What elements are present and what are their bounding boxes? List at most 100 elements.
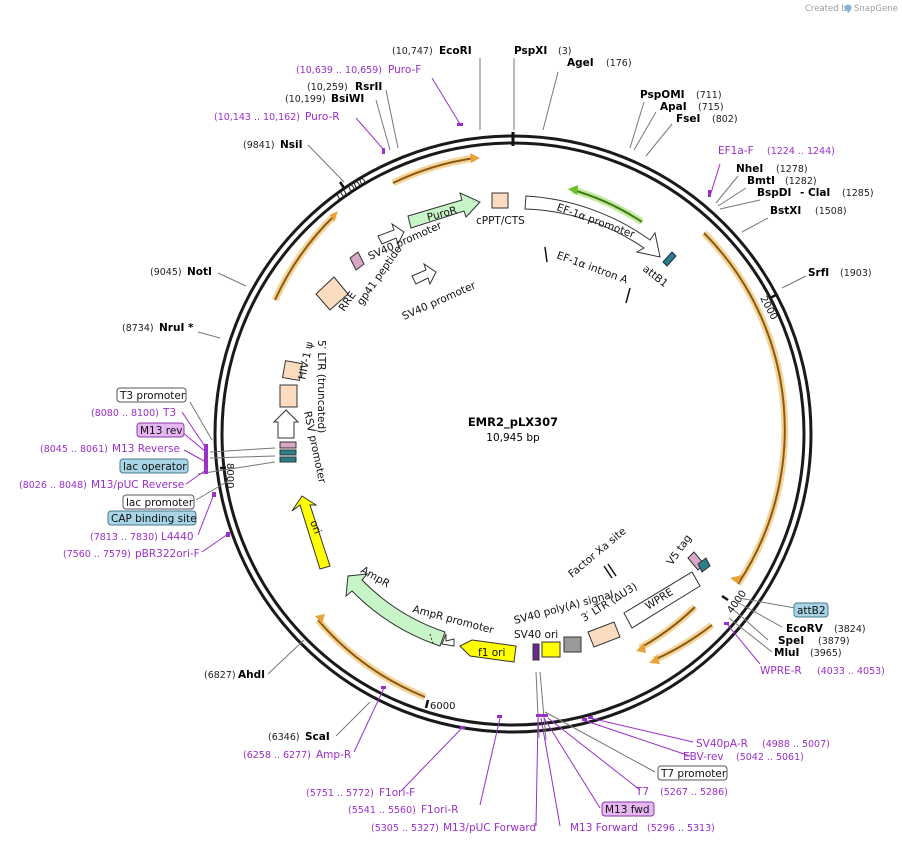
feature-sv40ori-mark [532, 643, 540, 661]
primer-labels: (10,639 .. 10,659) Puro-F (10,143 .. 10,… [19, 64, 885, 834]
feature-ef1a-intron-label: EF-1α intron A [555, 250, 630, 287]
pline-t7 [547, 717, 641, 791]
box-t3promoter [116, 387, 187, 403]
pline-f1ori-r [479, 717, 501, 806]
primer-puro-r-name: Puro-R [305, 111, 340, 123]
site-labels: (10,747) EcoRI PspXI (3) AgeI (176) PspO… [122, 45, 874, 743]
site-bspdi-name: BspDI [757, 187, 791, 199]
primer-t7-pos: (5267 .. 5286) [660, 787, 728, 798]
site-pspomi-name: PspOMI [640, 89, 685, 101]
feature-cppt-label: cPPT/CTS [476, 215, 525, 227]
pline-m13-reverse [183, 449, 207, 463]
snapgene-logo-icon [844, 4, 852, 12]
line-bsiwi [375, 99, 391, 151]
tick-10000-mark [338, 181, 346, 189]
feature-rre-box [315, 276, 349, 311]
feature-sv40-promoter-1-arrow [377, 222, 405, 246]
box-lacpromoter-label: lac promoter [126, 497, 194, 509]
brand-text: SnapGene [854, 4, 898, 14]
tick-8000-label: 8000 [224, 463, 235, 488]
box-cap [107, 510, 197, 526]
credit-text: Created by [805, 4, 852, 14]
pline-pbr322ori-f [201, 533, 229, 553]
primer-wpre-r-pos: (4033 .. 4053) [817, 666, 885, 677]
site-apai-pos: (715) [698, 102, 724, 113]
line-bstxi [741, 217, 769, 233]
pline-amp-r [353, 687, 385, 753]
line-bmti [717, 187, 747, 207]
feature-cppt-box [491, 192, 509, 209]
site-pspxi-pos: (3) [558, 46, 571, 57]
feature-ef1a-intron-end [625, 287, 631, 304]
feature-ampr-promoter-arrow [441, 633, 455, 647]
primer-m13puc-forward-pos: (5305 .. 5327) [371, 823, 439, 834]
site-ecori-pos: (10,747) [392, 46, 433, 57]
line-pspomi [629, 101, 645, 149]
box-lacoperator [119, 458, 189, 474]
line-lac-3 [197, 461, 276, 475]
site-lines [189, 58, 807, 773]
feature-ef1a-intron-start [544, 246, 548, 263]
site-nsii-name: NsiI [280, 139, 303, 151]
orf-arc-bottom [317, 619, 426, 698]
orf-arc-green-arrow-icon [568, 185, 578, 195]
feature-lac-mark-3 [279, 456, 297, 463]
site-bsiwi-pos: (10,199) [285, 94, 326, 105]
primer-m13-forward-pos: (5296 .. 5313) [647, 823, 715, 834]
line-nhei [715, 175, 739, 204]
primer-f1ori-f-name: F1ori-F [379, 787, 415, 799]
pline-wpre-r [726, 623, 761, 665]
primer-f1ori-r-name: F1ori-R [421, 804, 458, 816]
orf-arc-left-arrow-icon [330, 211, 338, 222]
tick-4000-mark [721, 594, 729, 602]
feature-sv40-promoter-2-label: SV40 promoter [400, 279, 478, 322]
pline-ef1a-f [709, 163, 721, 197]
feature-factorxa-mark-1 [603, 565, 613, 579]
mark-sv40pa-r [588, 716, 593, 719]
site-mlui-name: MluI [774, 647, 799, 659]
box-attb2-label: attB2 [797, 605, 826, 617]
pline-l4440 [197, 493, 215, 536]
pline-sv40pa-r [589, 717, 694, 743]
box-t7promoter [657, 765, 728, 781]
line-ecorv [736, 601, 783, 628]
site-scai-name: ScaI [305, 731, 330, 743]
site-nhei-pos: (1278) [776, 164, 808, 175]
site-nsii-pos: (9841) [243, 140, 275, 151]
pline-f1ori-f [401, 727, 463, 791]
line-lac-2 [209, 455, 276, 459]
site-srfi-name: SrfI [808, 267, 829, 279]
plasmid-size: 10,945 bp [486, 432, 540, 444]
tick-6000-label: 6000 [430, 701, 455, 712]
box-m13fwd [601, 801, 655, 817]
box-cap-label: CAP binding site [111, 513, 197, 525]
boxed-labels: attB2 T7 promoter M13 fwd T3 promoter M1… [107, 387, 829, 817]
site-bmti-name: BmtI [747, 175, 775, 187]
primer-amp-r-name: Amp-R [316, 749, 351, 761]
site-pspomi-pos: (711) [696, 90, 722, 101]
line-nsii [307, 144, 345, 183]
primer-m13puc-reverse-name: M13/pUC Reverse [91, 479, 184, 491]
box-t3promoter-label: T3 promoter [119, 390, 186, 402]
site-pspxi-name: PspXI [514, 45, 547, 57]
primer-t3-name: T3 [162, 407, 176, 419]
plasmid-name: EMR2_pLX307 [468, 415, 558, 430]
primer-f1ori-r-pos: (5541 .. 5560) [348, 805, 416, 816]
site-srfi-pos: (1903) [840, 268, 872, 279]
pline-puro-r [355, 117, 385, 151]
line-bottom-2 [539, 671, 547, 741]
site-ahdi-name: AhdI [238, 669, 265, 681]
line-agei [542, 71, 559, 131]
feature-5ltr-label: 5′ LTR (truncated) [315, 340, 327, 433]
primer-ef1a-f-pos: (1224 .. 1244) [767, 146, 835, 157]
site-ecori-name: EcoRI [439, 45, 472, 57]
box-lacpromoter [122, 494, 195, 510]
feature-f1ori-arrow [459, 639, 517, 663]
mark-m13-group [536, 714, 548, 717]
site-rsrii-pos: (10,259) [307, 82, 348, 93]
pline-puro-f [431, 77, 461, 125]
feature-wpre-box [623, 571, 701, 629]
primer-t3-pos: (8080 .. 8100) [91, 408, 159, 419]
site-ecorv-name: EcoRV [786, 623, 824, 635]
